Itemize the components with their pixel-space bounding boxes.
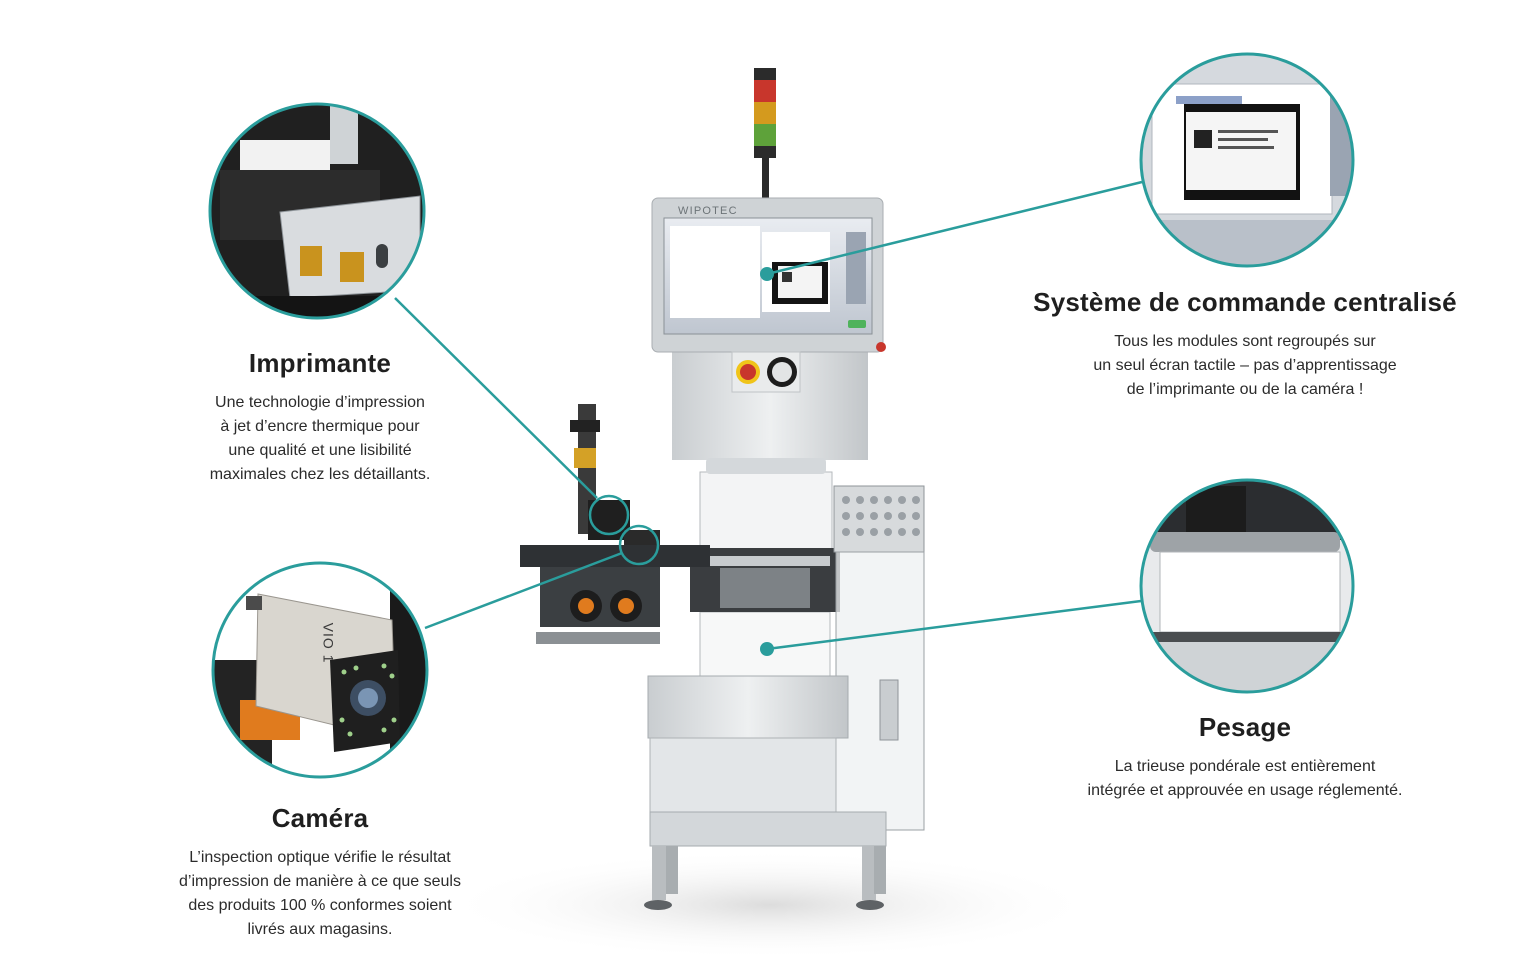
printer-callout: Imprimante Une technologie d’impression … (170, 348, 470, 487)
camera-marker (618, 524, 660, 566)
weighing-callout: Pesage La trieuse pondérale est entièrem… (1040, 712, 1450, 803)
brand-logo: WIPOTEC (678, 205, 738, 217)
control-title: Système de commande centralisé (1033, 287, 1457, 317)
camera-module-label: VIO 1 (320, 622, 337, 664)
camera-callout: Caméra L’inspection optique vérifie le r… (140, 803, 500, 942)
weighing-line: La trieuse pondérale est entièrement (1114, 758, 1376, 775)
printer-line: maximales chez les détaillants. (209, 466, 431, 483)
control-line: un seul écran tactile – pas d’apprentiss… (1093, 357, 1397, 374)
weighing-line: intégrée et approuvée en usage réglement… (1087, 782, 1403, 799)
printer-description: Une technologie d’impression à jet d’enc… (170, 391, 470, 487)
weighing-title: Pesage (1198, 712, 1292, 742)
camera-detail-ring (211, 561, 429, 779)
printer-detail-image (210, 104, 424, 318)
printer-detail-ring (208, 102, 426, 320)
callout-lines (394, 180, 1143, 651)
control-description: Tous les modules sont regroupés sur un s… (1010, 330, 1480, 402)
printer-marker (588, 494, 630, 536)
printer-line: à jet d’encre thermique pour (220, 418, 420, 435)
control-line: de l’imprimante ou de la caméra ! (1126, 381, 1364, 398)
printer-line: une qualité et une lisibilité (228, 442, 412, 459)
camera-title: Caméra (271, 803, 369, 833)
camera-line: L’inspection optique vérifie le résultat (189, 849, 451, 866)
control-screen-detail-image (1141, 54, 1353, 266)
camera-line: livrés aux magasins. (247, 921, 393, 938)
control-line: Tous les modules sont regroupés sur (1114, 333, 1376, 350)
printer-title: Imprimante (248, 348, 392, 378)
control-screen-detail-ring (1139, 52, 1355, 268)
floor-shadow (440, 850, 1100, 960)
weighing-detail-ring (1139, 478, 1355, 694)
weighing-description: La trieuse pondérale est entièrement int… (1040, 755, 1450, 803)
control-callout: Système de commande centralisé Tous les … (1010, 287, 1480, 402)
printer-line: Une technologie d’impression (215, 394, 425, 411)
camera-line: d’impression de manière à ce que seuls (179, 873, 461, 890)
signal-tower-icon (754, 68, 776, 200)
camera-line: des produits 100 % conformes soient (188, 897, 452, 914)
camera-description: L’inspection optique vérifie le résultat… (140, 846, 500, 942)
